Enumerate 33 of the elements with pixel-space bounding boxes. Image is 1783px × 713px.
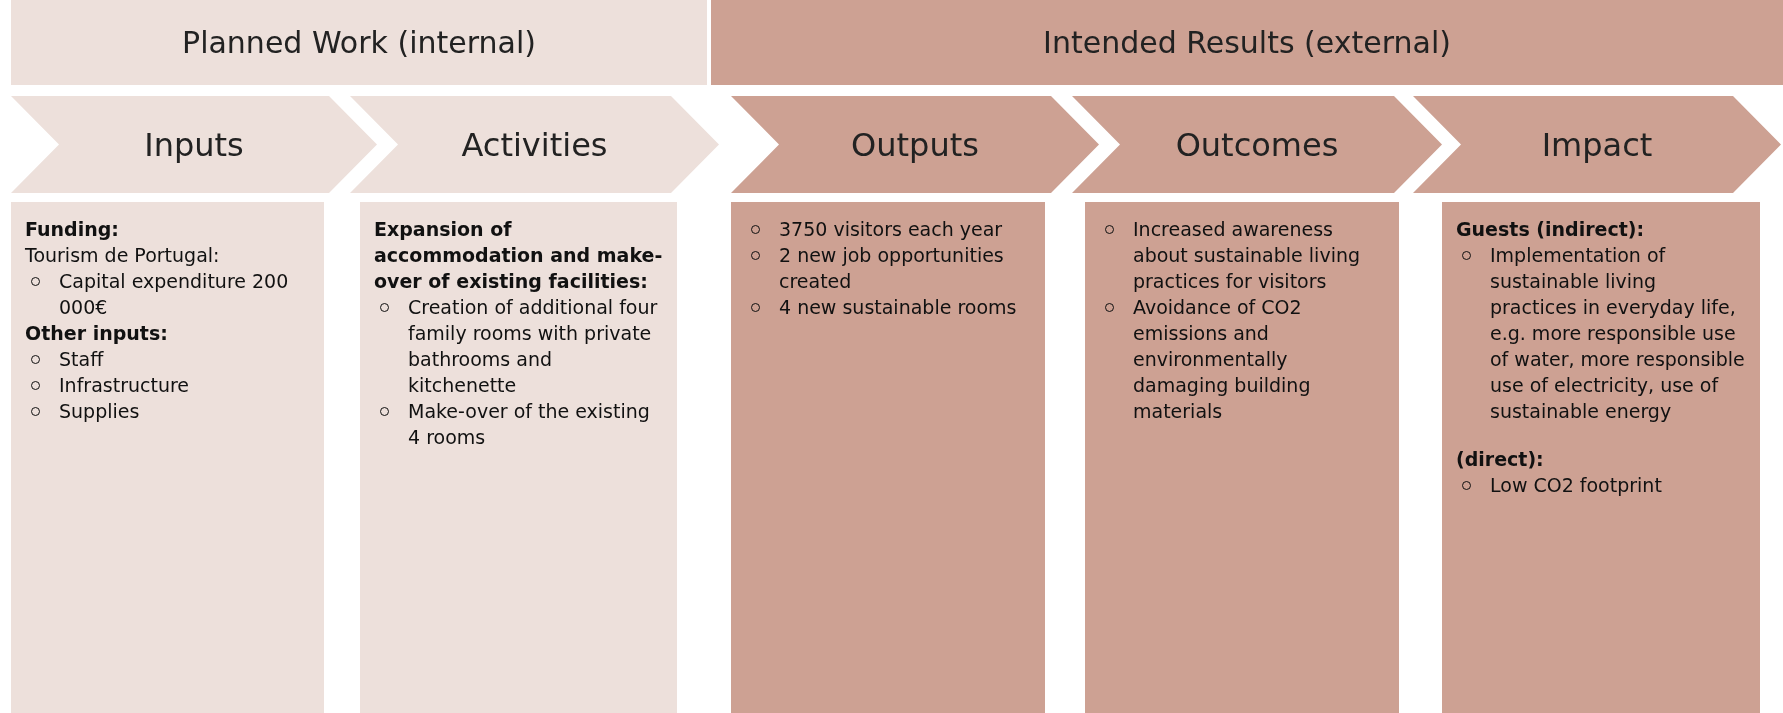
step-title: Impact [1540, 125, 1654, 164]
bullet-item: Infrastructure [25, 372, 310, 398]
section-header-band [711, 0, 1783, 85]
content-panel [1085, 202, 1399, 713]
bullet-item: Creation of additional four family rooms with private bathrooms and kitchenette [374, 294, 663, 398]
bullet-item: Implementation of sustainable living practices in everyday life, e.g. more responsible use of water, more responsible use of electricity, use of sustainable energy [1456, 242, 1746, 424]
section-title: Intended Results (external) [1043, 25, 1451, 60]
bullet-item: Capital expenditure 200 000€ [25, 268, 310, 320]
content-panel [360, 202, 677, 713]
step-title: Activities [460, 125, 609, 164]
bullet-item: Staff [25, 346, 310, 372]
panel-heading: Other inputs: [25, 321, 169, 346]
content-panel [11, 202, 324, 713]
panel-heading: (direct): [1456, 447, 1545, 472]
content-panel [1442, 202, 1760, 713]
bullet-item: Supplies [25, 398, 310, 424]
panel-heading: Guests (indirect): [1456, 217, 1646, 242]
section-title: Planned Work (internal) [182, 25, 536, 60]
panel-heading: Funding: [25, 217, 120, 242]
content-panel [731, 202, 1045, 713]
step-title: Outputs [850, 125, 980, 164]
panel-heading: Expansion of accommodation and make-over of existing facilities: [374, 217, 663, 294]
bullet-item: 3750 visitors each year [745, 216, 1031, 242]
step-title: Inputs [143, 125, 245, 164]
bullet-item: 2 new job opportunities created [745, 242, 1031, 294]
step-title: Outcomes [1174, 125, 1340, 164]
bullet-item: Low CO2 footprint [1456, 472, 1746, 498]
bullet-item: Make-over of the existing 4 rooms [374, 398, 663, 450]
bullet-item: 4 new sustainable rooms [745, 294, 1031, 320]
bullet-item: Avoidance of CO2 emissions and environmentally damaging building materials [1099, 294, 1385, 424]
bullet-item: Increased awareness about sustainable living practices for visitors [1099, 216, 1385, 294]
panel-text: Tourism de Portugal: [25, 243, 221, 268]
section-header-band [11, 0, 707, 85]
